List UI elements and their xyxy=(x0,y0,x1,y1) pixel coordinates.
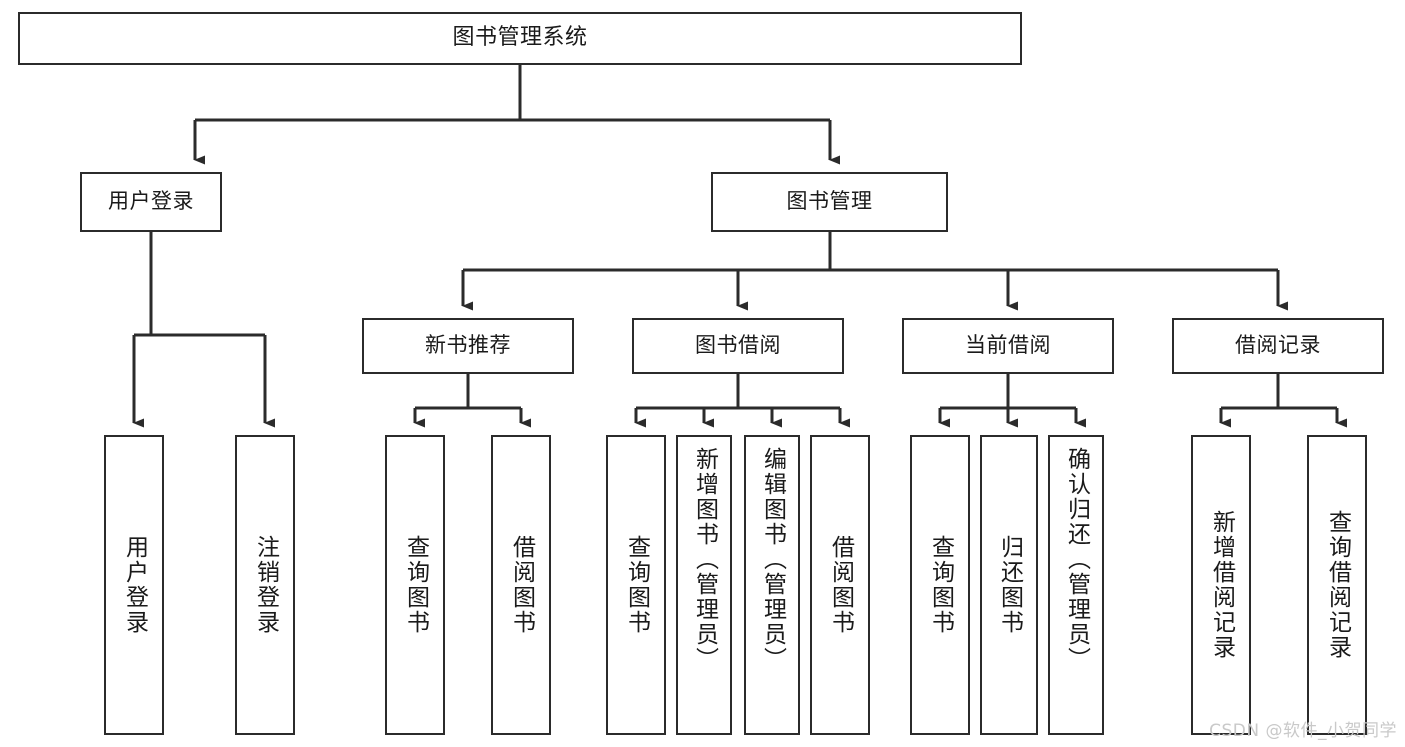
node-leaf-query-book-2-label: 查询图书 xyxy=(623,535,650,635)
node-leaf-query-book-1-label: 查询图书 xyxy=(402,535,429,635)
node-leaf-query-record[interactable]: 查询借阅记录 xyxy=(1307,435,1367,735)
node-leaf-borrow-book-2-label: 借阅图书 xyxy=(827,535,854,635)
node-leaf-user-login[interactable]: 用户登录 xyxy=(104,435,164,735)
node-book-manage-label: 图书管理 xyxy=(786,189,873,214)
node-new-book-rec-label: 新书推荐 xyxy=(425,333,511,358)
node-user-login-label: 用户登录 xyxy=(108,189,194,214)
node-leaf-edit-book-label: 编辑图书（管理员） xyxy=(759,447,786,672)
node-book-manage[interactable]: 图书管理 xyxy=(711,172,948,232)
node-leaf-borrow-book-1[interactable]: 借阅图书 xyxy=(491,435,551,735)
node-leaf-add-record[interactable]: 新增借阅记录 xyxy=(1191,435,1251,735)
node-leaf-query-book-3-label: 查询图书 xyxy=(927,535,954,635)
node-root[interactable]: 图书管理系统 xyxy=(18,12,1022,65)
node-leaf-add-book[interactable]: 新增图书（管理员） xyxy=(676,435,732,735)
node-new-book-rec[interactable]: 新书推荐 xyxy=(362,318,574,374)
node-leaf-logout-label: 注销登录 xyxy=(252,535,279,635)
node-leaf-return-book-label: 归还图书 xyxy=(996,535,1023,635)
node-current-borrow[interactable]: 当前借阅 xyxy=(902,318,1114,374)
node-leaf-confirm-return-label: 确认归还（管理员） xyxy=(1063,447,1090,672)
node-borrow-record-label: 借阅记录 xyxy=(1235,333,1321,358)
node-leaf-query-record-label: 查询借阅记录 xyxy=(1324,510,1351,660)
node-leaf-return-book[interactable]: 归还图书 xyxy=(980,435,1038,735)
node-leaf-add-record-label: 新增借阅记录 xyxy=(1208,510,1235,660)
node-leaf-edit-book[interactable]: 编辑图书（管理员） xyxy=(744,435,800,735)
node-leaf-logout[interactable]: 注销登录 xyxy=(235,435,295,735)
node-root-label: 图书管理系统 xyxy=(452,25,588,51)
node-leaf-add-book-label: 新增图书（管理员） xyxy=(691,447,718,672)
node-leaf-query-book-1[interactable]: 查询图书 xyxy=(385,435,445,735)
node-leaf-query-book-2[interactable]: 查询图书 xyxy=(606,435,666,735)
csdn-watermark: CSDN @软件_小贺同学 xyxy=(1209,721,1397,741)
node-leaf-user-login-label: 用户登录 xyxy=(121,535,148,635)
node-book-borrow-label: 图书借阅 xyxy=(695,333,781,358)
node-user-login[interactable]: 用户登录 xyxy=(80,172,222,232)
node-current-borrow-label: 当前借阅 xyxy=(965,333,1051,358)
node-leaf-borrow-book-2[interactable]: 借阅图书 xyxy=(810,435,870,735)
node-borrow-record[interactable]: 借阅记录 xyxy=(1172,318,1384,374)
node-leaf-query-book-3[interactable]: 查询图书 xyxy=(910,435,970,735)
node-leaf-confirm-return[interactable]: 确认归还（管理员） xyxy=(1048,435,1104,735)
node-book-borrow[interactable]: 图书借阅 xyxy=(632,318,844,374)
node-leaf-borrow-book-1-label: 借阅图书 xyxy=(508,535,535,635)
